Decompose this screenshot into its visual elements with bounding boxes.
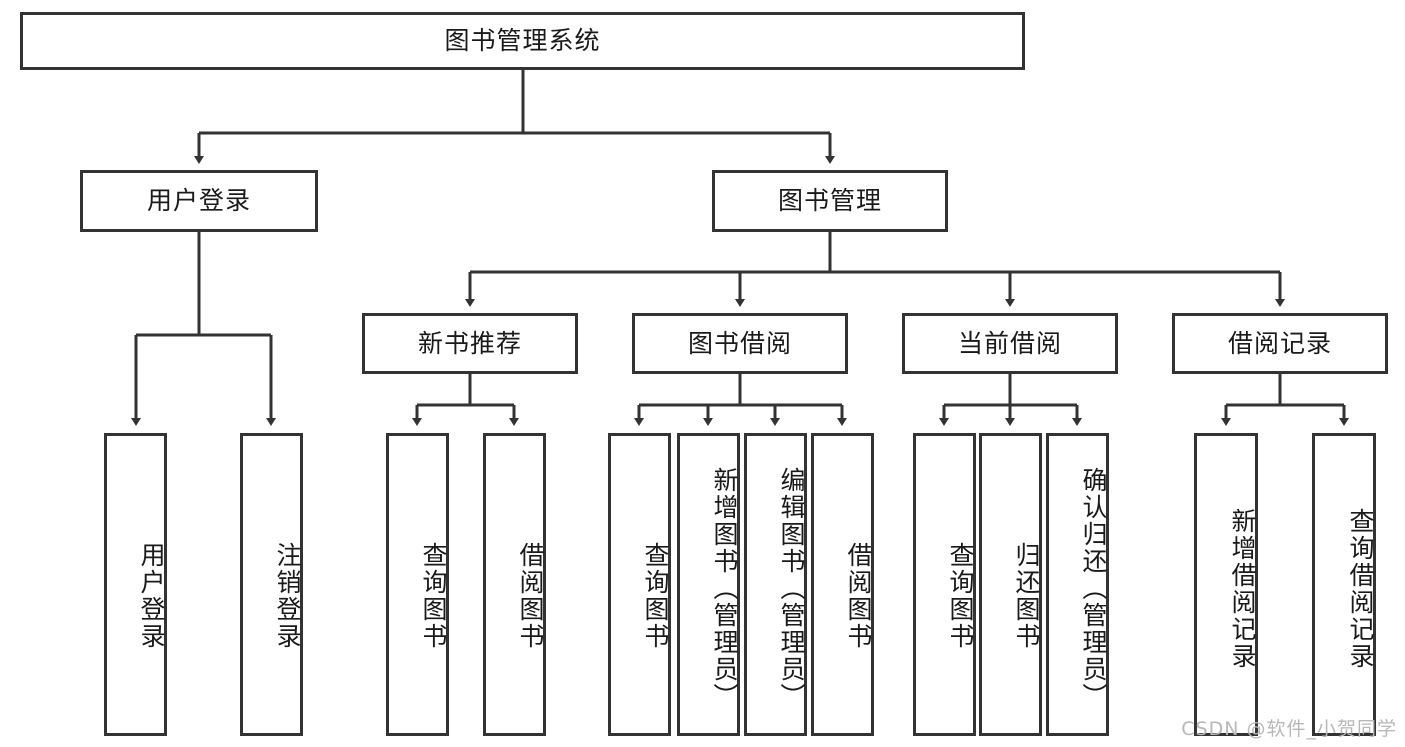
node-label: 借阅图书: [516, 541, 545, 650]
node-user-login[interactable]: 用户登录: [80, 170, 318, 232]
leaf-query-book-recommend[interactable]: 查询图书: [386, 433, 449, 736]
leaf-add-borrow-record[interactable]: 新增借阅记录: [1194, 433, 1258, 736]
node-book-management[interactable]: 图书管理: [712, 170, 948, 232]
node-label: 用户登录: [137, 541, 166, 650]
node-new-book-recommend[interactable]: 新书推荐: [362, 313, 578, 374]
node-label: 查询图书: [419, 541, 448, 650]
node-label: 借阅图书: [844, 541, 873, 650]
node-borrow-record[interactable]: 借阅记录: [1172, 313, 1388, 374]
leaf-add-book-admin[interactable]: 新增图书（管理员）: [677, 433, 740, 736]
leaf-query-borrow-record[interactable]: 查询借阅记录: [1312, 433, 1376, 736]
node-book-borrow[interactable]: 图书借阅: [632, 313, 848, 374]
watermark-text: CSDN @软件_小贺同学: [1181, 718, 1397, 740]
node-label: 注销登录: [273, 541, 302, 650]
node-label: 编辑图书（管理员）: [777, 467, 806, 710]
node-label: 借阅记录: [1227, 328, 1332, 358]
node-label: 用户登录: [146, 186, 251, 216]
node-current-borrow[interactable]: 当前借阅: [902, 313, 1118, 374]
leaf-user-login[interactable]: 用户登录: [104, 433, 167, 736]
node-label: 新增图书（管理员）: [710, 467, 739, 710]
node-label: 查询图书: [946, 541, 975, 650]
node-label: 图书管理系统: [444, 26, 601, 56]
leaf-logout[interactable]: 注销登录: [240, 433, 303, 736]
node-label: 查询图书: [641, 541, 670, 650]
leaf-return-book[interactable]: 归还图书: [979, 433, 1042, 736]
node-label: 新增借阅记录: [1228, 507, 1257, 670]
node-label: 确认归还（管理员）: [1079, 467, 1108, 710]
leaf-query-book-current[interactable]: 查询图书: [913, 433, 976, 736]
node-label: 图书借阅: [687, 328, 792, 358]
leaf-borrow-book-recommend[interactable]: 借阅图书: [483, 433, 546, 736]
leaf-borrow-book[interactable]: 借阅图书: [811, 433, 874, 736]
leaf-edit-book-admin[interactable]: 编辑图书（管理员）: [744, 433, 807, 736]
node-root-system[interactable]: 图书管理系统: [20, 12, 1025, 70]
node-label: 新书推荐: [417, 328, 522, 358]
node-label: 查询借阅记录: [1346, 507, 1375, 670]
leaf-confirm-return-admin[interactable]: 确认归还（管理员）: [1046, 433, 1109, 736]
node-label: 当前借阅: [957, 328, 1062, 358]
node-label: 归还图书: [1012, 541, 1041, 650]
leaf-query-book-borrow[interactable]: 查询图书: [608, 433, 671, 736]
node-label: 图书管理: [777, 186, 882, 216]
